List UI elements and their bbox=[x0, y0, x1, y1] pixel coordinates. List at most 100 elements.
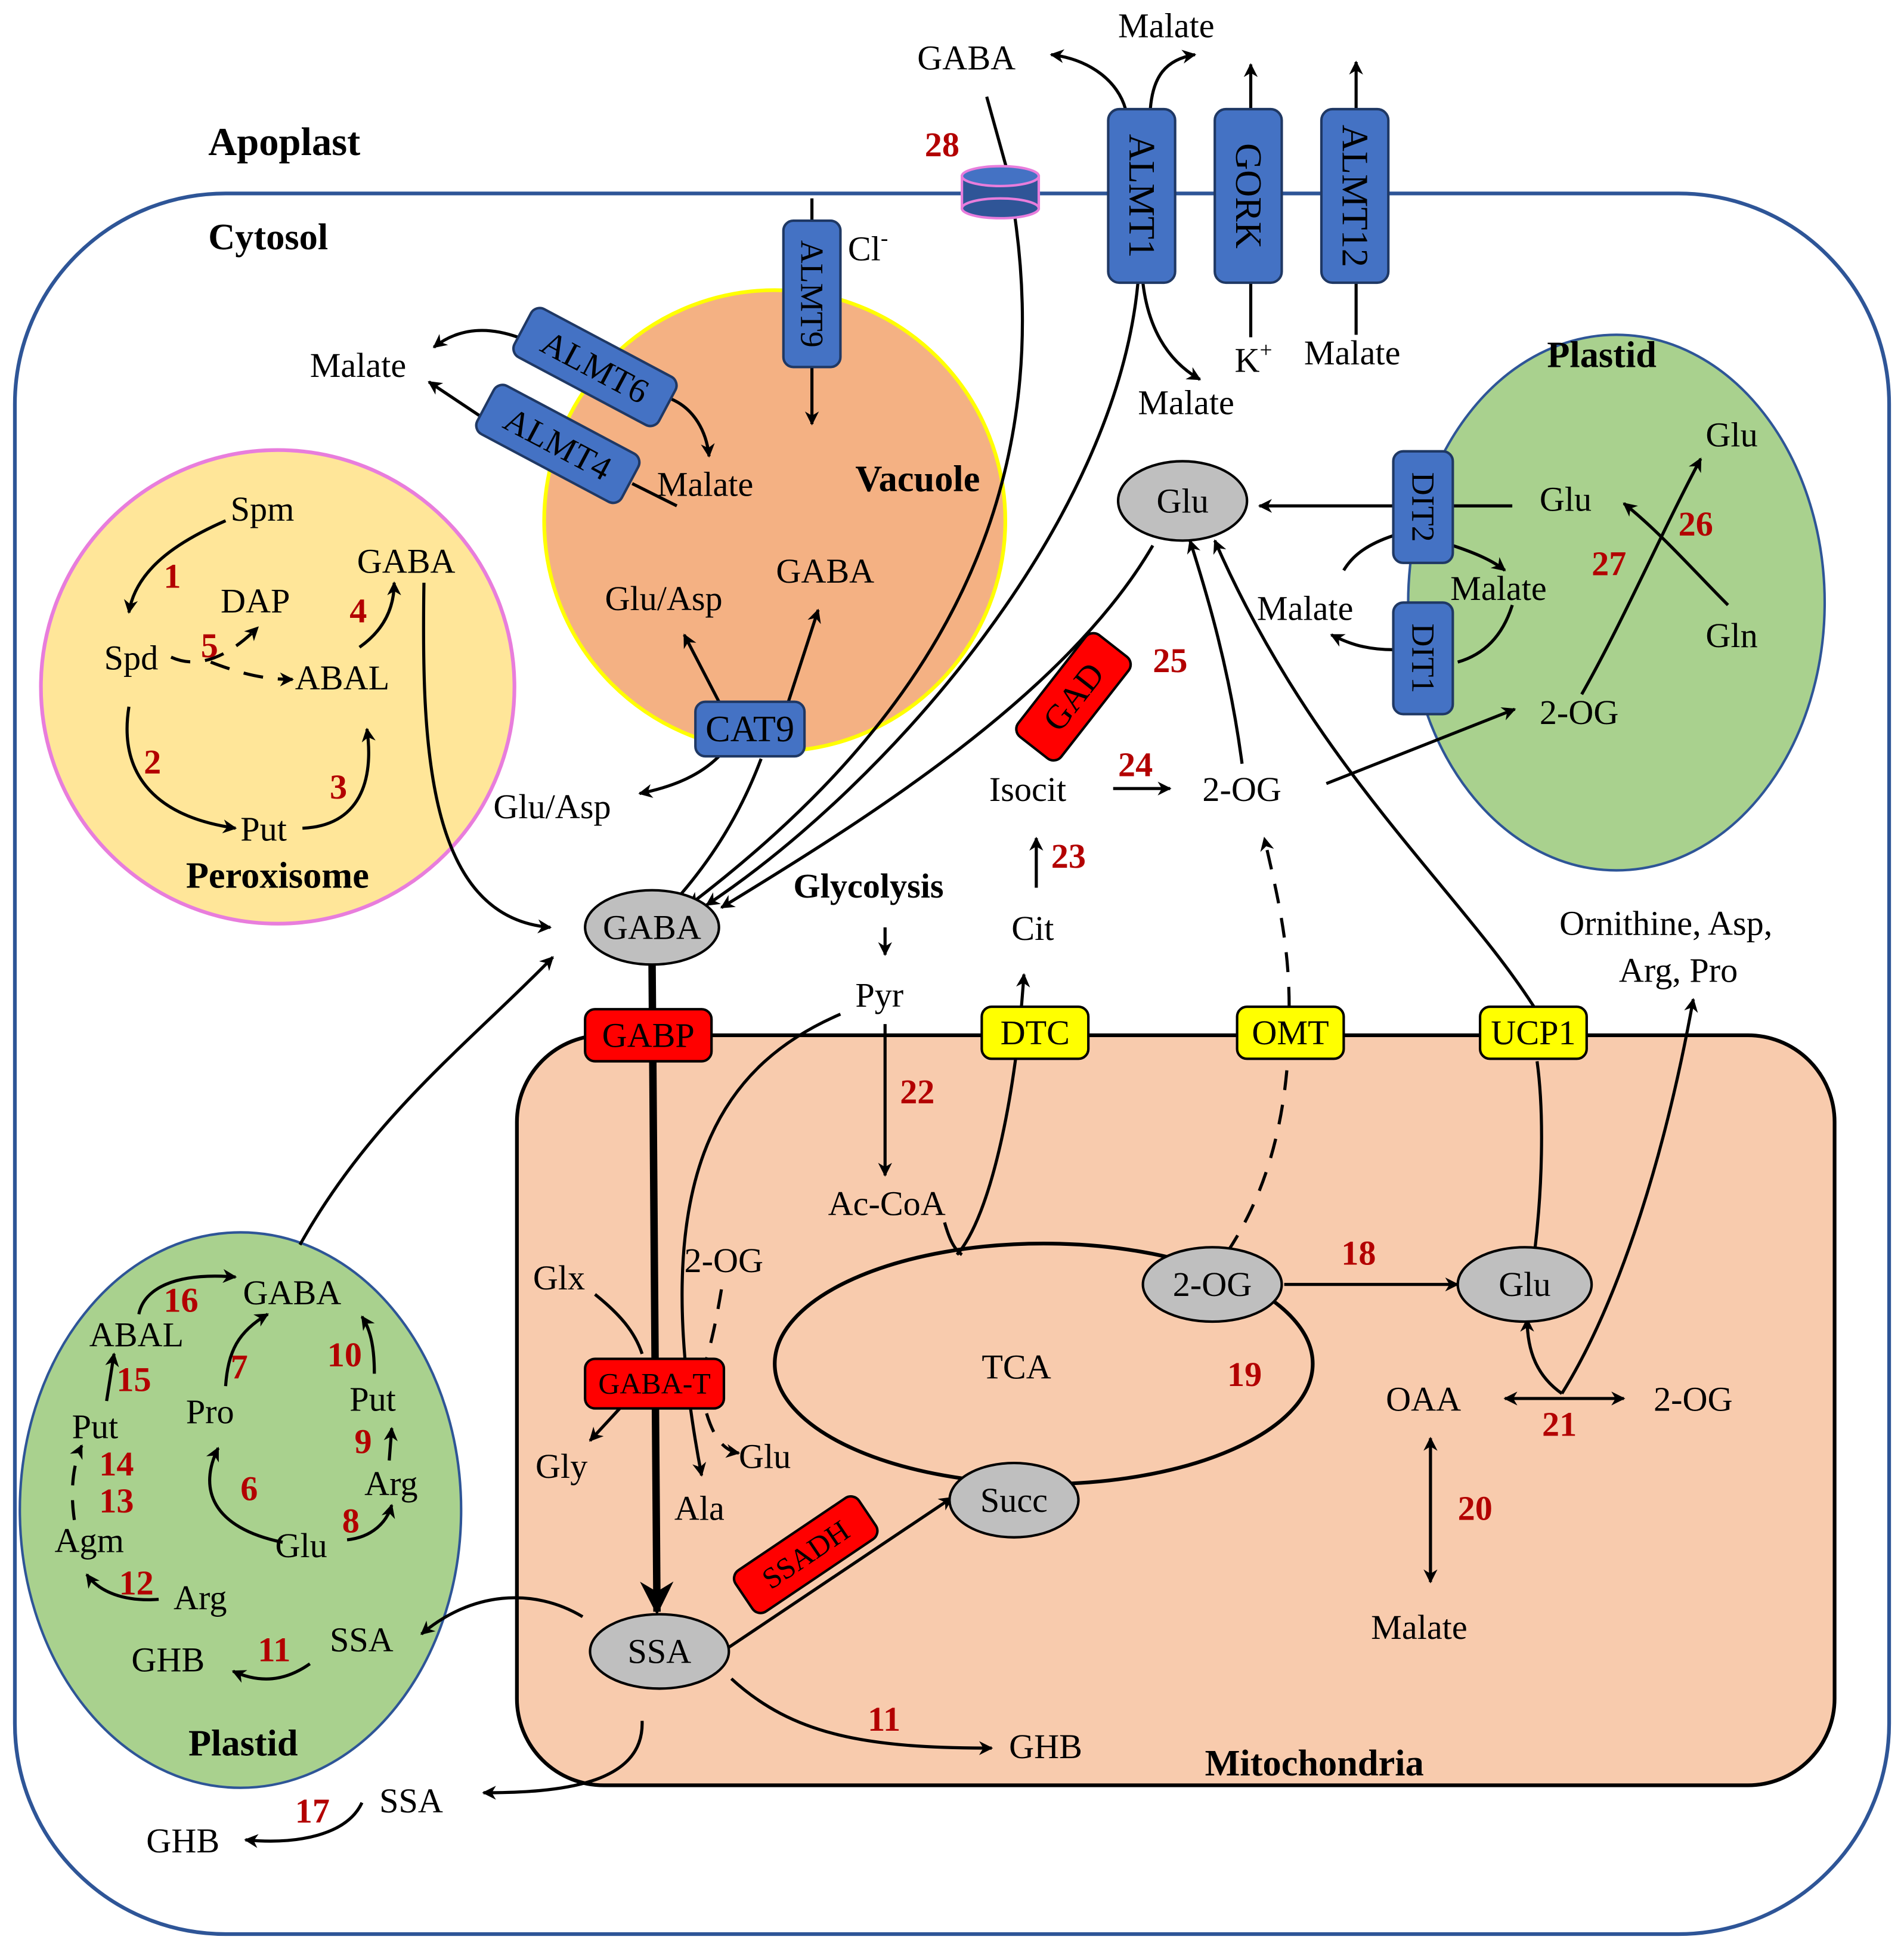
label-gaba-peroxisome: GABA bbox=[357, 542, 456, 580]
step-28: 28 bbox=[925, 125, 959, 164]
label-cl: Cl- bbox=[848, 227, 888, 268]
label-glu-asp-vacuole: Glu/Asp bbox=[605, 579, 722, 618]
label-arg-plastid-left: Arg bbox=[174, 1578, 227, 1617]
label-malate-almt: Malate bbox=[310, 346, 407, 385]
transporter-cat9[interactable]: CAT9 bbox=[694, 700, 806, 758]
label-tca: TCA bbox=[982, 1348, 1051, 1387]
svg-text:DIT1: DIT1 bbox=[1405, 623, 1441, 693]
apoplast-label: Apoplast bbox=[208, 120, 360, 164]
step-17: 17 bbox=[295, 1792, 330, 1830]
label-spm: Spm bbox=[231, 490, 295, 528]
label-2og-plastid: 2-OG bbox=[1540, 693, 1619, 732]
step-6: 6 bbox=[240, 1469, 258, 1508]
label-glx: Glx bbox=[533, 1258, 585, 1297]
step-18: 18 bbox=[1341, 1233, 1376, 1272]
label-put-plastid-left: Put bbox=[72, 1407, 119, 1446]
transporter-almt12[interactable]: ALMT12 bbox=[1320, 107, 1390, 284]
label-put-plastid-right: Put bbox=[349, 1380, 396, 1419]
carrier-omt[interactable]: OMT bbox=[1236, 1005, 1345, 1060]
plastid-right-label: Plastid bbox=[1547, 334, 1657, 375]
label-ghb-cytosol: GHB bbox=[146, 1821, 219, 1860]
svg-text:DIT2: DIT2 bbox=[1405, 472, 1441, 542]
label-ghb-mito: GHB bbox=[1009, 1727, 1082, 1766]
label-ornithine-line1: Ornithine, Asp, bbox=[1559, 904, 1772, 942]
enzyme-gaba-t[interactable]: GABA-T bbox=[584, 1357, 726, 1410]
transporter-almt1[interactable]: ALMT1 bbox=[1107, 107, 1177, 284]
step-13: 13 bbox=[99, 1481, 134, 1520]
label-gaba-vacuole: GABA bbox=[776, 552, 874, 590]
svg-text:GABA-T: GABA-T bbox=[598, 1367, 710, 1400]
label-dap: DAP bbox=[221, 581, 290, 620]
carrier-ucp1[interactable]: UCP1 bbox=[1478, 1005, 1588, 1060]
step-2: 2 bbox=[144, 743, 161, 781]
svg-text:OMT: OMT bbox=[1252, 1013, 1329, 1052]
metabolite-node-ssa-mito: SSA bbox=[589, 1613, 730, 1690]
svg-text:Glu: Glu bbox=[1157, 481, 1209, 520]
label-arg-plastid-right: Arg bbox=[364, 1464, 417, 1503]
svg-text:ALMT1: ALMT1 bbox=[1121, 134, 1162, 258]
plastid-left bbox=[18, 1231, 463, 1789]
svg-text:ALMT9: ALMT9 bbox=[794, 240, 830, 348]
svg-text:ALMT12: ALMT12 bbox=[1335, 125, 1376, 267]
label-glu-plastid: Glu bbox=[1540, 480, 1592, 519]
step-26: 26 bbox=[1679, 505, 1713, 543]
step-27: 27 bbox=[1592, 545, 1626, 583]
svg-text:2-OG: 2-OG bbox=[1173, 1265, 1252, 1304]
label-put-peroxisome: Put bbox=[240, 809, 287, 848]
transporter-dit2[interactable]: DIT2 bbox=[1392, 450, 1454, 564]
transporter-dit1[interactable]: DIT1 bbox=[1392, 601, 1454, 716]
step-11-mito: 11 bbox=[868, 1700, 900, 1738]
svg-text:UCP1: UCP1 bbox=[1491, 1013, 1575, 1052]
svg-text:CAT9: CAT9 bbox=[705, 709, 794, 750]
peroxisome bbox=[39, 448, 516, 926]
label-gaba-plastid: GABA bbox=[243, 1273, 341, 1312]
label-isocit: Isocit bbox=[989, 770, 1066, 809]
metabolite-node-glu-mito: Glu bbox=[1456, 1246, 1593, 1323]
label-malate-cytosol-2: Malate bbox=[1257, 589, 1354, 627]
transporter-gork[interactable]: GORK bbox=[1213, 107, 1283, 284]
label-glu-asp-cytosol: Glu/Asp bbox=[493, 787, 611, 826]
cytosol-label: Cytosol bbox=[208, 216, 328, 258]
mitochondria bbox=[515, 1033, 1837, 1787]
carrier-dtc[interactable]: DTC bbox=[980, 1005, 1090, 1060]
step-1: 1 bbox=[163, 556, 181, 595]
label-ala: Ala bbox=[674, 1489, 725, 1528]
label-pyr: Pyr bbox=[855, 976, 903, 1014]
vacuole-label: Vacuole bbox=[855, 458, 980, 499]
step-25: 25 bbox=[1153, 641, 1187, 680]
step-16: 16 bbox=[163, 1280, 198, 1319]
label-malate-vacuole: Malate bbox=[657, 465, 754, 504]
svg-text:GORK: GORK bbox=[1228, 143, 1269, 249]
metabolite-node-2og-tca: 2-OG bbox=[1141, 1246, 1283, 1323]
step-5: 5 bbox=[201, 626, 218, 665]
label-gly: Gly bbox=[535, 1447, 587, 1486]
label-agm-plastid: Agm bbox=[54, 1521, 123, 1560]
label-k: K+ bbox=[1234, 338, 1272, 380]
label-glycolysis: Glycolysis bbox=[793, 867, 943, 905]
label-2og-cytosol: 2-OG bbox=[1202, 770, 1281, 809]
transporter-28-cylinder[interactable] bbox=[961, 165, 1041, 220]
step-numbers: 1 2 3 4 5 6 7 8 9 10 11 11 12 13 14 15 1… bbox=[99, 125, 1713, 1830]
label-glu-mito-small: Glu bbox=[739, 1437, 791, 1475]
metabolite-node-succ: Succ bbox=[948, 1461, 1080, 1539]
transporter-almt9[interactable]: ALMT9 bbox=[782, 219, 842, 369]
step-9: 9 bbox=[355, 1422, 372, 1461]
step-3: 3 bbox=[330, 768, 347, 806]
step-11-plastid: 11 bbox=[258, 1631, 290, 1669]
step-20: 20 bbox=[1458, 1489, 1493, 1528]
metabolite-labels: GABA Malate Cl- K+ Malate Malate Malate … bbox=[54, 6, 1772, 1860]
label-malate-mito: Malate bbox=[1371, 1608, 1468, 1647]
label-apo-malate-top: Malate bbox=[1118, 6, 1215, 45]
label-cit: Cit bbox=[1011, 909, 1054, 948]
step-12: 12 bbox=[119, 1563, 154, 1602]
step-15: 15 bbox=[116, 1360, 151, 1399]
label-oaa: OAA bbox=[1386, 1380, 1461, 1419]
carrier-gabp[interactable]: GABP bbox=[584, 1008, 713, 1063]
label-ornithine-line2: Arg, Pro bbox=[1619, 951, 1738, 989]
label-apo-gaba: GABA bbox=[917, 38, 1016, 77]
step-14: 14 bbox=[99, 1444, 134, 1483]
peroxisome-label: Peroxisome bbox=[186, 855, 369, 896]
svg-text:GABP: GABP bbox=[602, 1016, 695, 1054]
label-ac-coa: Ac-CoA bbox=[828, 1184, 946, 1223]
label-glu-plastid-2: Glu bbox=[1705, 415, 1757, 454]
